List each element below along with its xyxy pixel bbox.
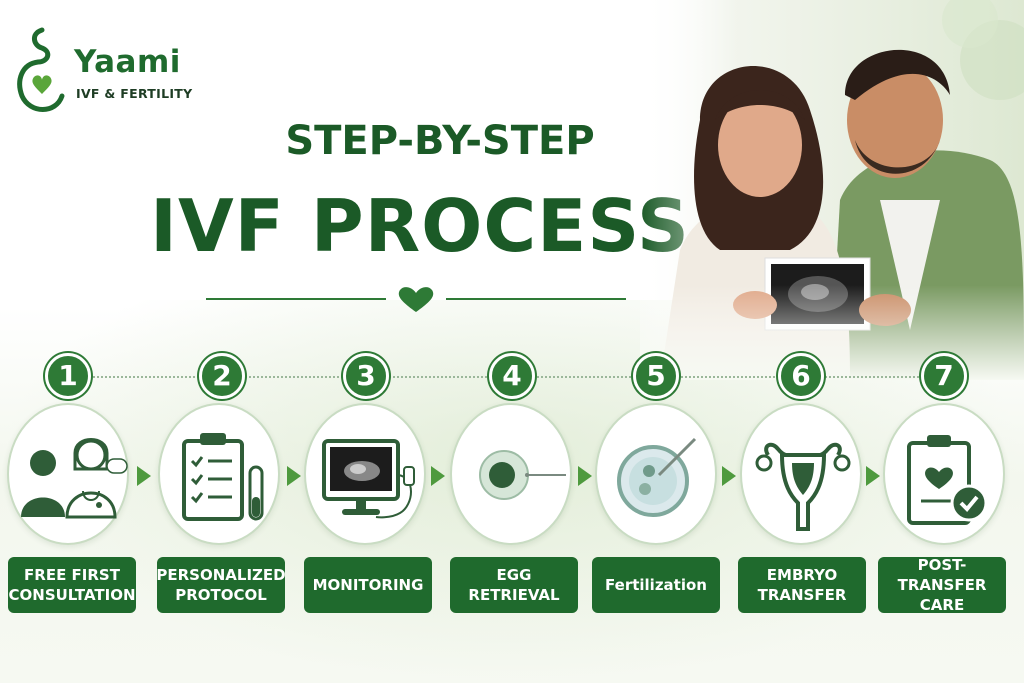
step-arrow-5 [722,466,736,486]
brand-name: Yaami [74,44,181,80]
step-3-card[interactable] [304,403,426,545]
step-5-label[interactable]: Fertilization [592,557,720,613]
step-3-label[interactable]: MONITORING [304,557,432,613]
step-7-number: 7 [921,353,967,399]
step-arrow-2 [287,466,301,486]
couple-photo [640,0,1024,380]
heart-icon [398,287,434,312]
step-arrow-1 [137,466,151,486]
step-7-label[interactable]: POST-TRANSFER CARE [878,556,1006,614]
doctor-patient-icon [21,438,128,519]
step-4-label[interactable]: EGG RETRIEVAL [450,557,578,613]
step-1-card[interactable] [7,403,129,545]
step-5-number: 5 [633,353,679,399]
uterus-icon [755,442,851,531]
page-title-line1: STEP-BY-STEP [285,118,595,164]
ultrasound-monitor-icon [322,439,415,519]
egg-needle-icon [479,450,566,500]
step-2-card[interactable] [158,403,280,545]
step-arrow-6 [866,466,880,486]
step-6-card[interactable] [740,403,862,545]
logo-mark-icon [17,27,65,112]
step-6-label[interactable]: EMBRYO TRANSFER [738,557,866,613]
step-3-number: 3 [343,353,389,399]
step-2-label[interactable]: PERSONALIZED PROTOCOL [156,557,286,613]
petri-dish-icon [617,437,697,517]
step-1-label[interactable]: FREE FIRST CONSULTATION [8,557,136,613]
step-5-card[interactable] [595,403,717,545]
clipboard-heart-check-icon [907,435,988,525]
step-arrow-3 [431,466,445,486]
step-1-number: 1 [45,353,91,399]
step-6-number: 6 [778,353,824,399]
step-arrow-4 [578,466,592,486]
title-divider [206,287,626,312]
brand-logo[interactable]: Yaami IVF & FERTILITY [12,22,212,122]
step-4-number: 4 [489,353,535,399]
step-4-card[interactable] [450,403,572,545]
page-title-line2: IVF PROCESS [150,184,690,268]
clipboard-checklist-icon [182,433,264,521]
brand-subtitle: IVF & FERTILITY [76,86,193,101]
step-2-number: 2 [199,353,245,399]
step-7-card[interactable] [883,403,1005,545]
